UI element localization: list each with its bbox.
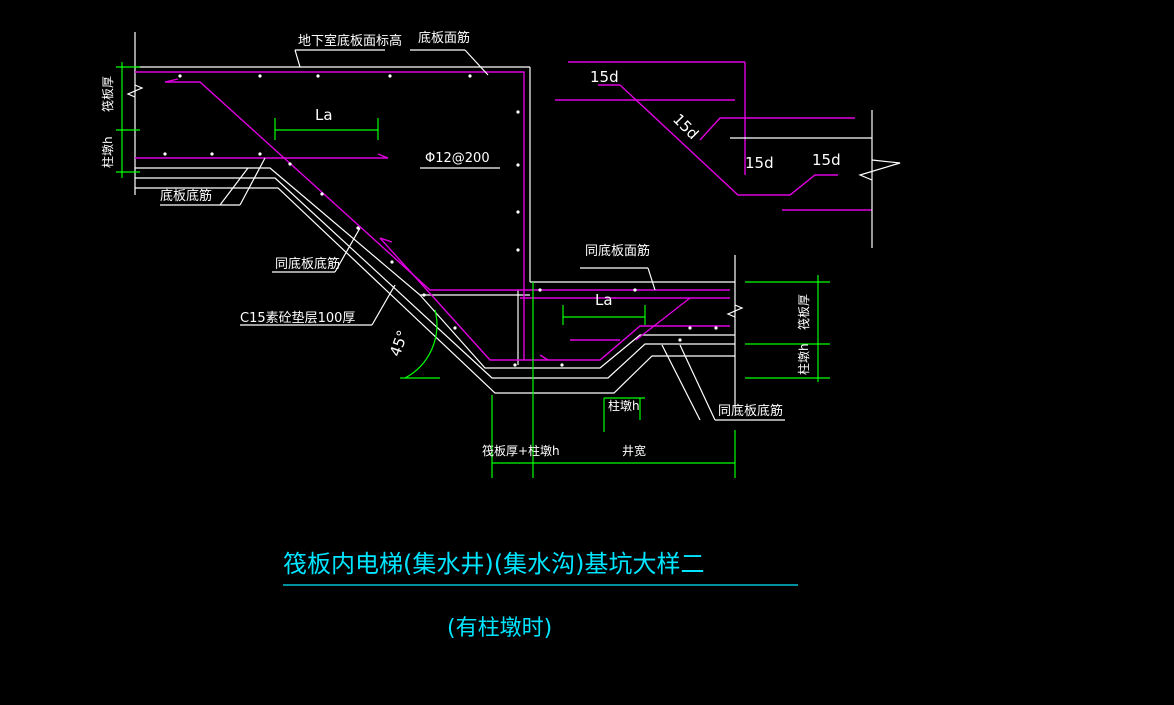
label-basement-floor-elevation: 地下室底板面标高 bbox=[298, 33, 402, 49]
label-15d-right: 15d bbox=[812, 151, 841, 169]
annotation-labels: 地下室底板面标高 底板面筋 底板底筋 同底板底筋 C15素砼垫层100厚 同底板… bbox=[100, 30, 841, 458]
label-cushion-layer: C15素砼垫层100厚 bbox=[240, 310, 355, 326]
right-detail bbox=[555, 61, 901, 248]
label-left-pier-height: 柱墩h bbox=[100, 136, 115, 168]
concrete-outline bbox=[126, 32, 744, 408]
leader-lines bbox=[160, 49, 785, 421]
label-la-upper: La bbox=[315, 106, 333, 124]
label-pit-width: 井宽 bbox=[622, 443, 646, 458]
label-15d-diag: 15d bbox=[669, 110, 702, 143]
label-15d-mid: 15d bbox=[745, 154, 774, 172]
label-slab-bottom-rebar: 底板底筋 bbox=[160, 188, 212, 204]
label-right-pier-height: 柱墩h bbox=[796, 343, 811, 375]
label-15d-top: 15d bbox=[590, 68, 619, 86]
dimension-lines bbox=[116, 62, 830, 478]
label-la-lower: La bbox=[595, 291, 613, 309]
label-left-raft-thickness: 筏板厚 bbox=[101, 76, 115, 112]
label-angle: 45° bbox=[386, 328, 412, 359]
label-right-raft-thickness: 筏板厚 bbox=[797, 294, 811, 330]
label-same-as-slab-top-rebar: 同底板面筋 bbox=[585, 243, 650, 259]
rebar-dots bbox=[163, 74, 718, 367]
label-raft-plus-pier: 筏板厚+柱墩h bbox=[482, 443, 560, 458]
label-same-as-slab-bottom-rebar-left: 同底板底筋 bbox=[275, 256, 340, 272]
label-slab-top-rebar: 底板面筋 bbox=[418, 30, 470, 46]
title-text: 筏板内电梯(集水井)(集水沟)基坑大样二 bbox=[283, 550, 704, 578]
label-same-as-slab-bottom-rebar-right: 同底板底筋 bbox=[718, 403, 783, 419]
label-rebar-spec: Φ12@200 bbox=[425, 151, 490, 166]
rebar-lines bbox=[135, 71, 730, 361]
label-pier-height-bottom: 柱墩h bbox=[608, 398, 640, 413]
drawing-title: 筏板内电梯(集水井)(集水沟)基坑大样二 (有柱墩时) bbox=[283, 550, 798, 641]
subtitle-text: (有柱墩时) bbox=[447, 616, 552, 641]
